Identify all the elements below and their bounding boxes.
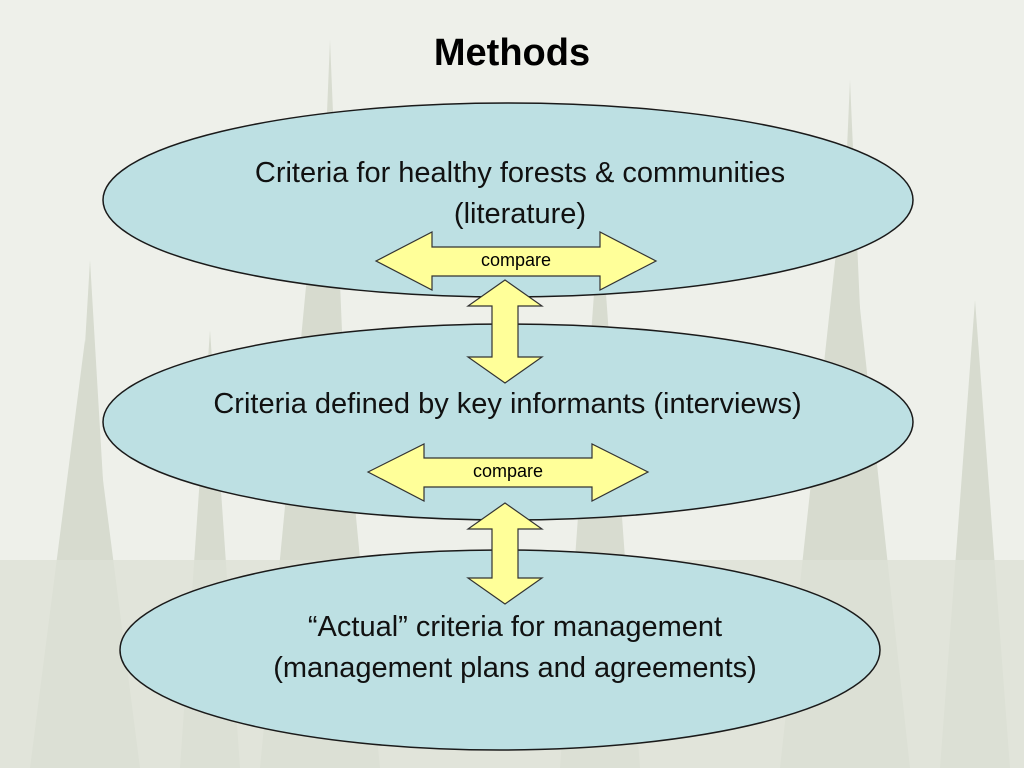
oval-1-line-2: (literature)	[453, 198, 587, 230]
oval-1-line-1: Criteria for healthy forests & communiti…	[254, 157, 786, 189]
compare-label-1: compare	[480, 250, 552, 270]
slide-title: Methods	[433, 32, 591, 74]
management-criteria-text: “Actual” criteria for management (manage…	[150, 607, 880, 689]
oval-3-line-1: “Actual” criteria for management	[307, 611, 723, 643]
compare-arrow-vertical-1	[466, 279, 544, 384]
interviews-criteria-text: Criteria defined by key informants (inte…	[120, 384, 895, 425]
compare-label-2: compare	[472, 461, 544, 481]
oval-2-line-1: Criteria defined by key informants (inte…	[213, 388, 802, 420]
compare-arrow-vertical-2	[466, 502, 544, 605]
oval-3-line-2: (management plans and agreements)	[273, 652, 757, 684]
literature-criteria-text: Criteria for healthy forests & communiti…	[150, 153, 890, 235]
compare-arrow-horizontal-2	[366, 443, 650, 502]
compare-arrow-horizontal-1	[374, 231, 658, 291]
